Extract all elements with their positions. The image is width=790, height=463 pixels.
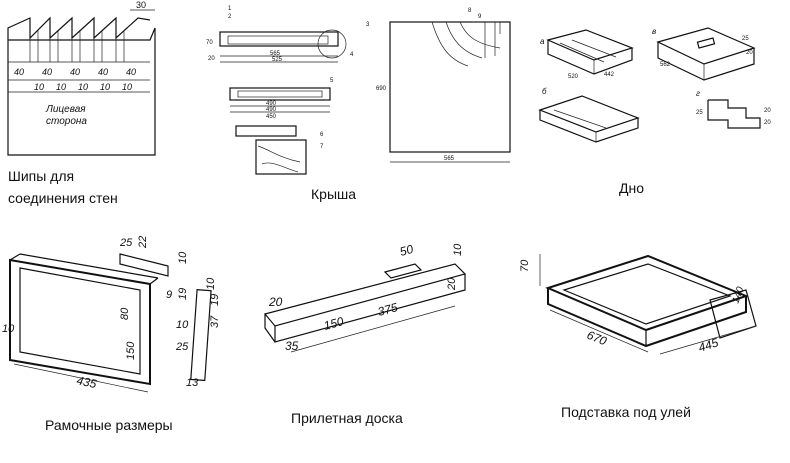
frame-dim-150: 150 [125, 341, 137, 360]
bottom-dim-6: 25 [696, 110, 703, 116]
bottom-drawing: а 520 442 б 25 20 562 в 25 20 20 г [538, 27, 771, 143]
roof-dim-5: 490 [266, 101, 277, 107]
dim-gap-3: 10 [78, 82, 88, 92]
frame-dim-19b: 19 [209, 294, 221, 306]
stand-dim-445: 445 [697, 335, 721, 355]
landing-dim-50: 50 [398, 242, 415, 259]
roof-callout-2: 2 [228, 14, 232, 20]
dim-row-3: 40 [70, 67, 80, 77]
landing-dim-20a: 20 [268, 295, 283, 309]
bottom-label-g: г [696, 89, 700, 98]
frame-dim-10b: 10 [205, 277, 217, 290]
roof-dim-3: 525 [272, 57, 283, 63]
frame-panel: 435 10 80 150 25 22 10 9 19 10 19 37 25 … [0, 224, 240, 394]
dim-row-5: 40 [126, 67, 136, 77]
roof-drawing: 70 565 525 20 1 2 3 4 490 490 450 5 6 7 … [206, 6, 511, 175]
bottom-panel: а 520 442 б 25 20 562 в 25 20 20 г [532, 10, 790, 160]
roof-callout-9: 9 [478, 14, 482, 20]
roof-dim-4: 20 [208, 56, 215, 62]
stand-dim-670: 670 [585, 328, 609, 349]
landing-dim-10: 10 [452, 243, 464, 256]
frame-dim-80: 80 [119, 307, 131, 320]
caption-stand: Подставка под улей [561, 404, 691, 420]
roof-dim-8: 565 [444, 156, 455, 162]
frame-dim-435: 435 [75, 373, 98, 391]
frame-dim-37: 37 [209, 315, 221, 328]
caption-frame: Рамочные размеры [45, 417, 173, 433]
bottom-dim-2: 442 [604, 72, 615, 78]
landing-dim-20b: 20 [446, 277, 458, 291]
dim-row-1: 40 [14, 67, 24, 77]
bottom-label-a: а [540, 37, 545, 46]
frame-dim-25: 25 [119, 237, 133, 249]
tenons-drawing: 30 40 40 40 40 40 10 10 10 10 10 Лицевая… [7, 0, 156, 156]
roof-callout-5: 5 [330, 78, 334, 84]
roof-callout-7: 7 [320, 144, 324, 150]
dim-gap-2: 10 [56, 82, 66, 92]
frame-dim-9: 9 [166, 289, 172, 301]
tenons-panel: 30 40 40 40 40 40 10 10 10 10 10 Лицевая… [0, 0, 170, 160]
frame-dim-10: 10 [177, 251, 189, 264]
roof-dim-9: 690 [376, 86, 387, 92]
frame-dim-13: 13 [186, 377, 199, 389]
bottom-dim-3: 25 [742, 36, 749, 42]
stand-drawing: 70 670 445 140 [519, 254, 757, 355]
roof-dim-1: 70 [206, 40, 213, 46]
roof-callout-8: 8 [468, 8, 472, 14]
bottom-label-v: в [652, 27, 656, 36]
roof-panel: 70 565 525 20 1 2 3 4 490 490 450 5 6 7 … [200, 0, 520, 180]
frame-drawing: 435 10 80 150 25 22 10 9 19 10 19 37 25 … [2, 236, 221, 393]
frame-dim-10a: 10 [2, 323, 15, 335]
caption-bottom: Дно [619, 180, 644, 196]
dim-top: 30 [136, 0, 146, 10]
caption-roof: Крыша [311, 186, 357, 202]
roof-callout-4: 4 [350, 52, 354, 58]
stand-dim-70: 70 [519, 259, 531, 272]
bottom-dim-5: 562 [660, 62, 671, 68]
bottom-dim-7: 20 [764, 108, 771, 114]
landing-panel: 50 10 20 375 150 35 20 [255, 234, 480, 374]
frame-dim-22: 22 [137, 236, 149, 249]
stand-dim-140: 140 [730, 285, 746, 305]
dim-gap-1: 10 [34, 82, 44, 92]
landing-drawing: 50 10 20 375 150 35 20 [263, 242, 467, 353]
bottom-dim-1: 520 [568, 74, 579, 80]
bottom-dim-8: 20 [764, 120, 771, 126]
roof-callout-6: 6 [320, 132, 324, 138]
frame-dim-19a: 19 [177, 288, 189, 300]
dim-gap-5: 10 [122, 82, 132, 92]
bottom-label-b: б [542, 87, 547, 96]
landing-dim-150: 150 [322, 314, 345, 333]
stand-panel: 70 670 445 140 [519, 234, 788, 384]
dim-gap-4: 10 [100, 82, 110, 92]
face-label-1: Лицевая [45, 104, 86, 115]
frame-dim-25b: 25 [175, 341, 189, 353]
roof-dim-2: 565 [270, 51, 281, 57]
bottom-dim-4: 20 [746, 50, 753, 56]
caption-tenons-1: Шипы для [8, 168, 75, 184]
dim-row-2: 40 [42, 67, 52, 77]
roof-callout-1: 1 [228, 6, 232, 12]
landing-dim-35: 35 [285, 339, 299, 353]
roof-callout-3: 3 [366, 22, 370, 28]
roof-dim-7: 450 [266, 114, 277, 120]
face-label-2: сторона [46, 116, 87, 127]
frame-dim-10c: 10 [176, 319, 189, 331]
roof-dim-6: 490 [266, 107, 277, 113]
caption-tenons-2: соединения стен [8, 190, 118, 206]
caption-landing: Прилетная доска [291, 410, 403, 426]
landing-dim-375: 375 [376, 300, 399, 319]
dim-row-4: 40 [98, 67, 108, 77]
